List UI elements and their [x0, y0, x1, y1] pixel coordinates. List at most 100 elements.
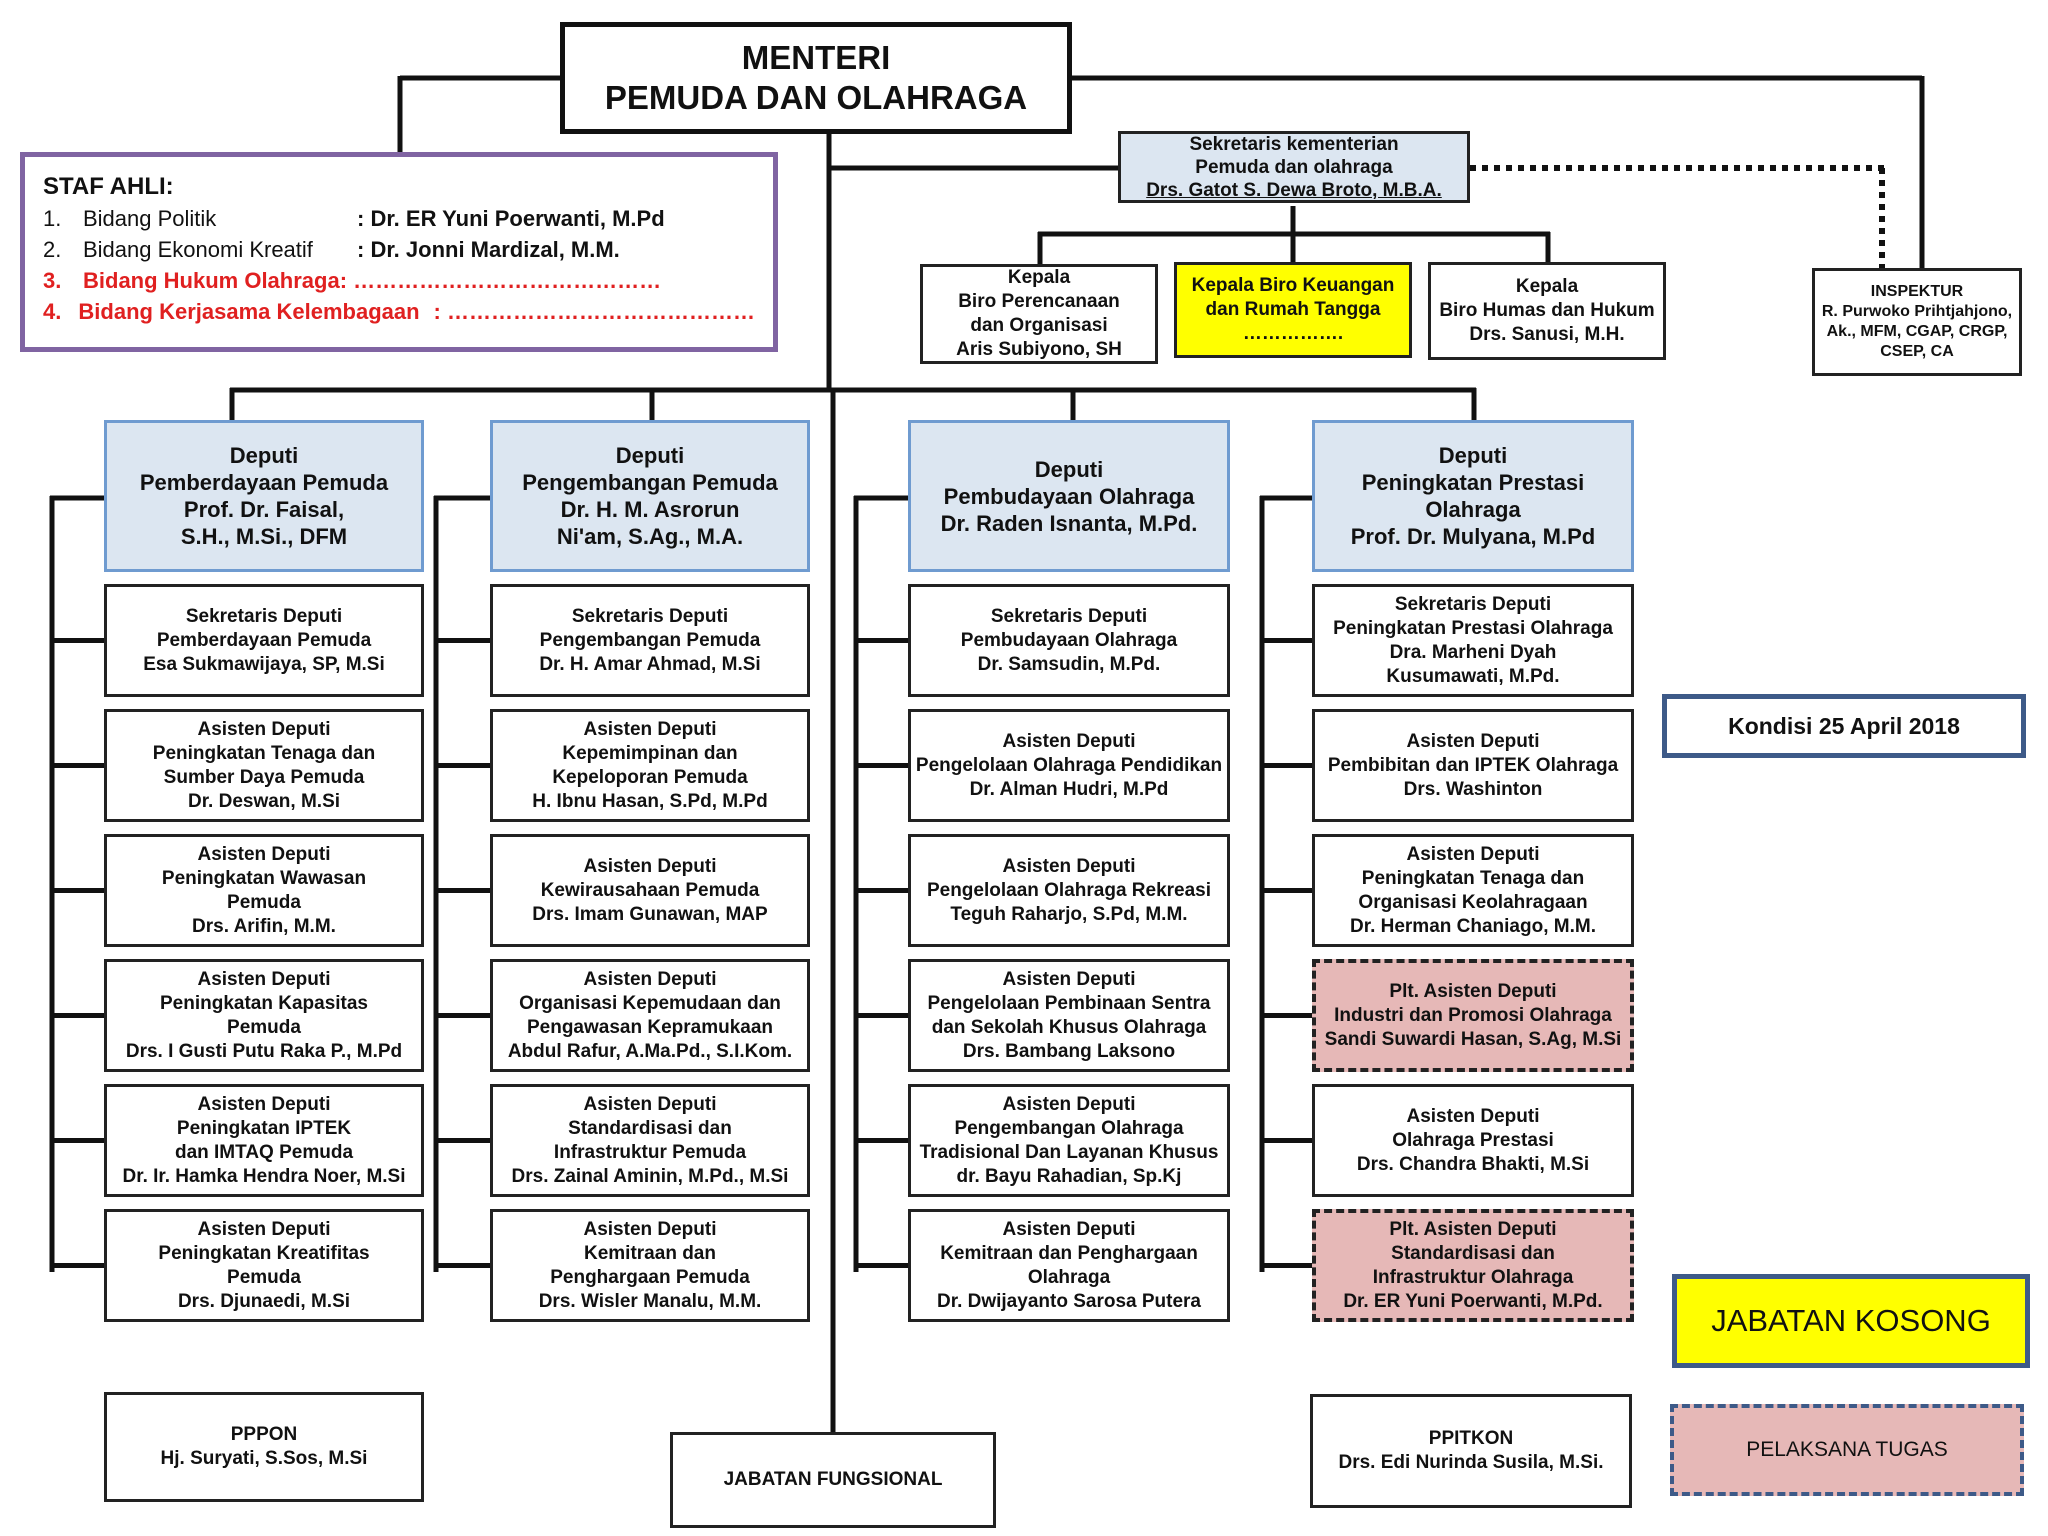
bureau-public-relations-box: Kepala Biro Humas dan Hukum Drs. Sanusi,… [1428, 262, 1666, 360]
box-title: Asisten Deputi [1002, 730, 1136, 752]
box-holder: Dr. Deswan, M.Si [187, 790, 341, 812]
box-unit: Kepeloporan Pemuda [552, 766, 748, 788]
box-unit: Pengawasan Kepramukaan [526, 1016, 774, 1038]
inspektur-title: INSPEKTUR [1870, 283, 1964, 300]
box-unit: Kemitraan dan Penghargaan [940, 1242, 1198, 1264]
box-unit: Infrastruktur Pemuda [553, 1141, 747, 1163]
box-title: Deputi [229, 443, 299, 468]
staff-ahli-number: 1. [43, 206, 62, 231]
condition-date-text: Kondisi 25 April 2018 [1728, 713, 1960, 739]
staff-ahli-holder: : …………………………………… [339, 268, 662, 293]
box-unit: Standardisasi dan [1391, 1242, 1555, 1264]
pppon-box: PPPON Hj. Suryati, S.Sos, M.Si [104, 1392, 424, 1502]
box-unit: Kemitraan dan [584, 1242, 716, 1264]
box-title: Asisten Deputi [1002, 968, 1136, 990]
box-holder: Drs. Washinton [1403, 778, 1543, 800]
bureau-unit: Biro Humas dan Hukum [1439, 300, 1655, 321]
box-holder: Drs. Wisler Manalu, M.M. [538, 1290, 762, 1312]
box-title: Sekretaris Deputi [990, 605, 1148, 627]
box-title: Plt. Asisten Deputi [1389, 980, 1557, 1002]
box-holder: Drs. Bambang Laksono [962, 1040, 1176, 1062]
inspektur-box: INSPEKTUR R. Purwoko Prihtjahjono, Ak., … [1812, 268, 2022, 376]
box-holder: Drs. Arifin, M.M. [192, 915, 336, 937]
box-holder: Drs. Zainal Aminin, M.Pd., M.Si [511, 1165, 789, 1187]
box-unit: Dr. H. M. Asrorun [560, 497, 740, 522]
box-holder: S.H., M.Si., DFM [180, 524, 348, 549]
staff-ahli-holder: : Dr. Jonni Mardizal, M.M. [357, 237, 620, 262]
box-holder: Kusumawati, M.Pd. [1386, 665, 1560, 687]
bureau-planning-box: Kepala Biro Perencanaan dan Organisasi A… [920, 264, 1158, 364]
staff-ahli-holder: : …………………………………… [433, 299, 755, 324]
box-title: Asisten Deputi [1406, 730, 1540, 752]
bureau-finance-box: Kepala Biro Keuangan dan Rumah Tangga ……… [1174, 262, 1412, 358]
legend-vacant: JABATAN KOSONG [1672, 1274, 2030, 1368]
bureau-holder: Aris Subiyono, SH [956, 339, 1122, 360]
box-unit: Pembibitan dan IPTEK Olahraga [1327, 754, 1619, 776]
box-unit: Pembudayaan Olahraga [943, 483, 1195, 509]
box-unit: Infrastruktur Olahraga [1372, 1266, 1574, 1288]
bureau-holder: Drs. Sanusi, M.H. [1469, 324, 1625, 345]
box-unit: Dra. Marheni Dyah [1389, 641, 1557, 663]
bureau-unit: dan Organisasi [970, 315, 1108, 336]
box-unit: dan Sekolah Khusus Olahraga [931, 1016, 1207, 1038]
jabatan-fungsional-box: JABATAN FUNGSIONAL [670, 1432, 996, 1528]
box-unit: Peningkatan IPTEK [176, 1117, 352, 1139]
box-unit: Sumber Daya Pemuda [163, 766, 365, 788]
box-unit: Peningkatan Kreatifitas [158, 1242, 370, 1264]
box-unit: Pengembangan Pemuda [539, 629, 761, 651]
box-title: Asisten Deputi [1002, 1093, 1136, 1115]
box-title: Asisten Deputi [197, 968, 331, 990]
box-title: Asisten Deputi [197, 1218, 331, 1240]
box-holder: Dr. Alman Hudri, M.Pd [969, 778, 1169, 800]
box-unit: Tradisional Dan Layanan Khusus [919, 1141, 1219, 1163]
box-unit: Peningkatan Kapasitas [159, 992, 369, 1014]
staff-ahli-number: 3. [43, 268, 62, 293]
box-holder: Dr. Samsudin, M.Pd. [977, 653, 1161, 675]
box-holder: Drs. Djunaedi, M.Si [177, 1290, 351, 1312]
box-title: Asisten Deputi [1406, 1105, 1540, 1127]
box-unit: Pengembangan Olahraga [954, 1117, 1184, 1139]
box-holder: Dr. Herman Chaniago, M.M. [1350, 915, 1596, 937]
box-holder: Dr. Ir. Hamka Hendra Noer, M.Si [122, 1165, 406, 1187]
legend-acting: PELAKSANA TUGAS [1670, 1404, 2024, 1496]
box-unit: Organisasi Keolahragaan [1358, 891, 1588, 913]
box-holder: Teguh Raharjo, S.Pd, M.M. [950, 903, 1188, 925]
box-title: Deputi [615, 443, 685, 468]
box-unit: Kepemimpinan dan [562, 742, 738, 764]
box-title: Asisten Deputi [583, 855, 717, 877]
inspektur-holder: R. Purwoko Prihtjahjono, [1821, 303, 2013, 320]
box-holder: Abdul Rafur, A.Ma.Pd., S.I.Kom. [507, 1040, 793, 1062]
box-title: Asisten Deputi [1002, 855, 1136, 877]
box-unit: Pemberdayaan Pemuda [156, 629, 372, 651]
staff-ahli-field: Bidang Politik [83, 206, 217, 231]
box-title: Sekretaris Deputi [185, 605, 343, 627]
box-unit: Prof. Dr. Faisal, [183, 497, 345, 522]
minister-title: MENTERI [741, 39, 891, 76]
box-holder: Dr. H. Amar Ahmad, M.Si [539, 653, 761, 675]
box-unit: Pengembangan Pemuda [522, 470, 778, 495]
box-title: Asisten Deputi [1002, 1218, 1136, 1240]
box-unit: Olahraga [1027, 1266, 1111, 1288]
box-holder: Dr. ER Yuni Poerwanti, M.Pd. [1343, 1290, 1603, 1312]
box-unit: Peningkatan Prestasi Olahraga [1333, 617, 1613, 639]
box-title: Asisten Deputi [583, 968, 717, 990]
box-unit: Peningkatan Prestasi [1361, 470, 1585, 495]
box-unit: Peningkatan Wawasan [161, 867, 367, 889]
box-unit: Pemuda [227, 1016, 301, 1038]
box-unit: Pembudayaan Olahraga [960, 629, 1178, 651]
box-title: Deputi [1438, 443, 1508, 468]
